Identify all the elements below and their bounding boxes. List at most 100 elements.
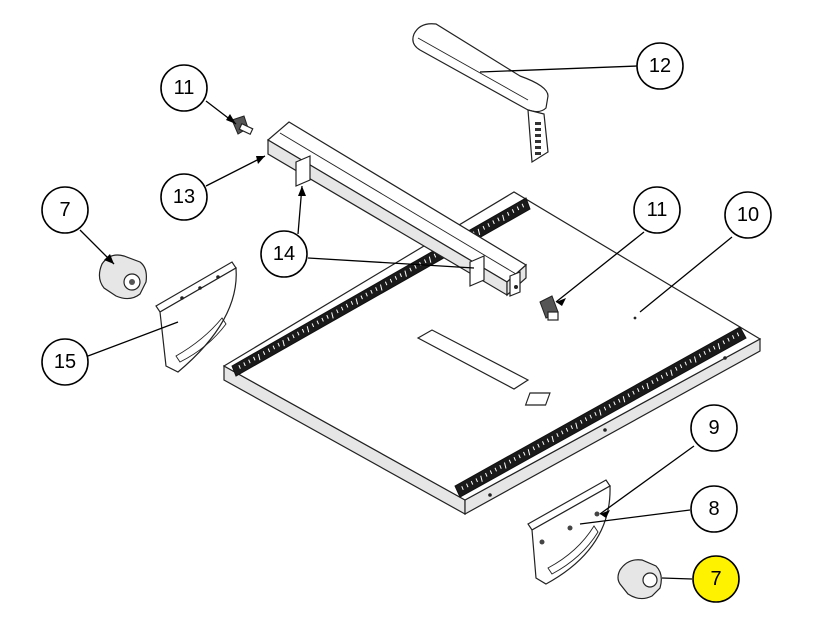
ruler-tick (253, 356, 256, 361)
ruler-tick (502, 214, 505, 222)
ruler-tick (306, 326, 310, 333)
ruler-tick (732, 335, 735, 339)
ruler-tick (551, 435, 554, 443)
ruler-tick (727, 337, 730, 342)
ruler-tick (556, 433, 559, 438)
ruler-tick (350, 301, 354, 305)
ruler-tick (627, 393, 630, 398)
callout-15: 15 (41, 338, 89, 386)
callout-circle (260, 230, 308, 278)
ruler-tick (608, 404, 611, 408)
ruler-tick (508, 459, 512, 464)
callout-7-left: 7 (41, 186, 89, 234)
ruler-tick (243, 362, 246, 367)
ruler-tick (527, 449, 531, 456)
ruler-tick (389, 278, 393, 283)
callout-circle (633, 186, 681, 234)
ruler-tick (656, 377, 659, 382)
ruler-tick (521, 203, 525, 208)
ruler-tick (475, 478, 478, 483)
ruler-tick (331, 312, 334, 319)
ruler-tick (589, 414, 592, 419)
callout-label: 12 (649, 55, 671, 77)
ruler-tick (518, 454, 521, 459)
ruler-tick (660, 374, 664, 379)
ruler-tick (494, 467, 497, 472)
ruler-tick (736, 332, 740, 337)
callout-11-upper: 11 (160, 64, 208, 112)
callout-label: 11 (647, 199, 668, 221)
ruler-tick (542, 441, 545, 445)
callout-label: 14 (273, 243, 295, 265)
ruler-tick (360, 295, 363, 300)
callout-label: 7 (59, 199, 70, 221)
ruler-tick (485, 472, 488, 477)
guard-slot (535, 146, 541, 149)
ruler-tick (272, 345, 276, 350)
ruler-tick (708, 348, 711, 353)
callout-circle (160, 173, 208, 221)
callout-label: 15 (54, 351, 76, 373)
ruler-tick (507, 211, 510, 216)
callout-circle (690, 485, 738, 533)
ruler-tick (516, 206, 520, 211)
ruler-tick (603, 406, 607, 411)
ruler-tick (384, 281, 388, 286)
ruler-tick (694, 356, 697, 363)
callout-label: 9 (708, 417, 719, 439)
callout-label: 11 (174, 77, 195, 99)
ruler-tick (292, 334, 295, 339)
ruler-tick (433, 253, 437, 258)
callout-10: 10 (724, 191, 772, 239)
callout-8: 8 (690, 485, 738, 533)
ruler-tick (675, 366, 678, 371)
ruler-tick (703, 351, 706, 355)
guard-slot (535, 140, 541, 143)
callout-label: 8 (708, 498, 719, 520)
ruler-tick (698, 353, 702, 358)
ruler-tick (480, 475, 483, 482)
ruler-tick (248, 359, 251, 364)
ruler-tick (287, 337, 290, 342)
ruler-tick (679, 364, 683, 369)
callout-12: 12 (636, 42, 684, 90)
table-top-part (183, 191, 762, 516)
ruler-tick (466, 483, 469, 488)
left-bevel-bracket-part (155, 261, 237, 373)
ruler-tick (504, 462, 507, 469)
ruler-tick (277, 342, 280, 347)
ruler-tick (301, 328, 305, 333)
ruler-tick (546, 438, 550, 443)
callout-11-lower: 11 (633, 186, 681, 234)
ruler-tick (511, 209, 515, 214)
guard-slot (535, 128, 541, 131)
callout-circle-highlighted (692, 555, 740, 603)
callout-circle (636, 42, 684, 90)
ruler-tick (336, 309, 339, 314)
ruler-tick (599, 409, 602, 416)
ruler-tick (722, 340, 725, 345)
ruler-tick (267, 348, 271, 353)
ruler-tick (345, 303, 349, 308)
ruler-tick (297, 331, 300, 336)
guard-slot (535, 134, 541, 137)
ruler-tick (414, 264, 417, 269)
screw-lower-part (539, 295, 559, 321)
ruler-tick (618, 398, 621, 403)
ruler-tick (321, 317, 324, 322)
callout-7-right-highlighted: 7 (692, 555, 740, 603)
callout-circle (41, 338, 89, 386)
ruler-tick (665, 372, 668, 377)
ruler-tick (532, 446, 535, 451)
ruler-tick (646, 382, 649, 390)
ruler-tick (477, 228, 481, 235)
ruler-tick (713, 345, 716, 350)
ruler-tick (399, 273, 402, 278)
ruler-tick (537, 443, 540, 448)
ruler-tick (513, 457, 516, 461)
ruler-tick (487, 223, 490, 227)
ruler-tick (497, 217, 500, 222)
ruler-tick (340, 306, 344, 311)
callout-label: 13 (173, 186, 195, 208)
